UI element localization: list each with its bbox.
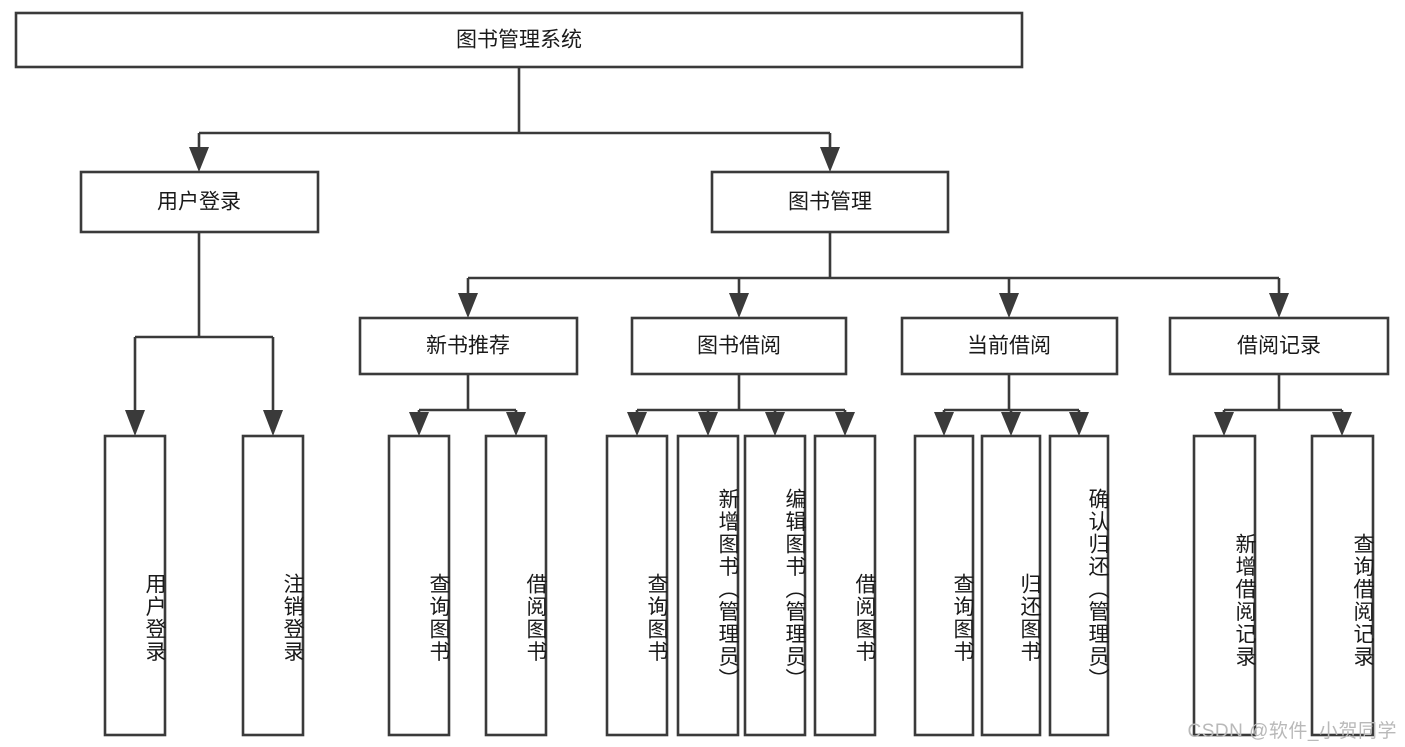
connector-group-current-borrow: [934, 374, 1089, 436]
node-root-book-management-system[interactable]: [14, 11, 1024, 69]
arrowhead-leaf-borrow-book-2: [835, 412, 855, 436]
node-root-label: 图书管理系统: [456, 29, 582, 52]
arrowhead-leaf-borrow-book-1: [506, 412, 526, 436]
node-borrow-record[interactable]: [1168, 316, 1390, 376]
node-leaf-borrow-book-newrec[interactable]: [484, 434, 548, 737]
node-book-borrow[interactable]: [630, 316, 848, 376]
arrowhead-leaf-add-record: [1214, 412, 1234, 436]
node-user-login-label: 用户登录: [157, 191, 241, 214]
connector-group-user-login: [125, 232, 283, 436]
node-leaf-edit-book-admin[interactable]: [743, 434, 807, 737]
arrowhead-to-book-borrow: [729, 293, 749, 318]
arrowhead-leaf-query-book-2: [627, 412, 647, 436]
edge-newbookrec-bus: [417, 374, 518, 418]
arrowhead-to-book-mgmt: [820, 147, 840, 172]
arrowhead-leaf-query-book-1: [409, 412, 429, 436]
edge-borrowrecord-bus: [1222, 374, 1344, 418]
node-book-management-label: 图书管理: [788, 191, 872, 214]
node-book-management[interactable]: [710, 170, 950, 234]
connector-group-root: [189, 67, 840, 172]
edge-userlogin-bus: [133, 232, 275, 414]
node-leaf-return-book[interactable]: [980, 434, 1042, 737]
connector-group-new-book-rec: [409, 374, 526, 436]
node-leaf-add-book-admin[interactable]: [676, 434, 740, 737]
arrowhead-to-user-login: [189, 147, 209, 172]
arrowhead-leaf-edit-book: [765, 412, 785, 436]
node-new-book-recommend-label: 新书推荐: [426, 335, 510, 358]
node-leaf-query-book-current[interactable]: [913, 434, 975, 737]
node-leaf-logout-login[interactable]: [241, 434, 305, 737]
arrowhead-leaf-user-login: [125, 410, 145, 436]
arrowhead-leaf-logout: [263, 410, 283, 436]
node-leaf-add-borrow-record[interactable]: [1192, 434, 1257, 737]
arrowhead-leaf-query-record: [1332, 412, 1352, 436]
node-current-borrow[interactable]: [900, 316, 1119, 376]
edge-currentborrow-bus: [942, 374, 1081, 418]
node-new-book-recommend[interactable]: [358, 316, 579, 376]
arrowhead-to-current-borrow: [999, 293, 1019, 318]
connector-group-book-mgmt: [458, 232, 1289, 318]
edge-bookborrow-bus: [635, 374, 847, 418]
node-leaf-borrow-book[interactable]: [813, 434, 877, 737]
arrowhead-leaf-add-book: [698, 412, 718, 436]
arrowhead-leaf-query-book-3: [934, 412, 954, 436]
node-current-borrow-label: 当前借阅: [967, 335, 1051, 358]
csdn-watermark: CSDN @软件_小贺同学: [1187, 721, 1397, 742]
arrowhead-to-borrow-record: [1269, 293, 1289, 318]
connector-group-borrow-record: [1214, 374, 1352, 436]
node-leaf-user-login[interactable]: [103, 434, 167, 737]
edge-bookmgmt-bus: [466, 232, 1281, 296]
arrowhead-leaf-return-book: [1001, 412, 1021, 436]
node-leaf-confirm-return-admin[interactable]: [1048, 434, 1110, 737]
node-leaf-query-book-borrow[interactable]: [605, 434, 669, 737]
node-borrow-record-label: 借阅记录: [1237, 335, 1321, 358]
connector-group-book-borrow: [627, 374, 855, 436]
node-book-borrow-label: 图书借阅: [697, 335, 781, 358]
node-leaf-query-book-newrec[interactable]: [387, 434, 451, 737]
arrowhead-leaf-confirm-return: [1069, 412, 1089, 436]
node-user-login[interactable]: [79, 170, 320, 234]
arrowhead-to-new-book-rec: [458, 293, 478, 318]
node-leaf-query-borrow-record[interactable]: [1310, 434, 1375, 737]
edge-root-bus: [197, 67, 832, 150]
